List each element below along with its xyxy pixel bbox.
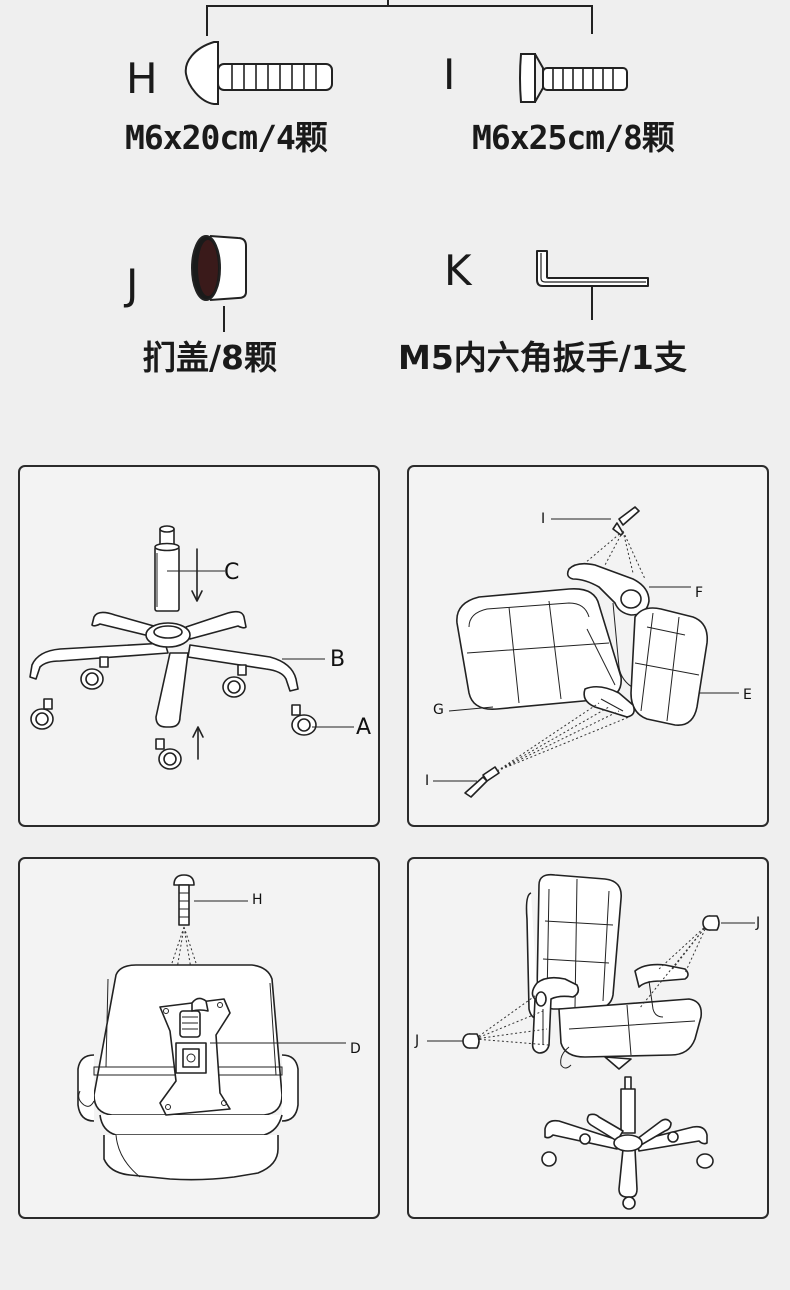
cap-icon <box>191 235 247 332</box>
cap-j-left <box>462 1033 480 1049</box>
final-base-part <box>541 1076 714 1210</box>
part-j-letter: J <box>126 260 139 309</box>
label-g: G <box>433 702 444 718</box>
armrest-part <box>566 562 654 694</box>
cap-j-right <box>702 915 720 931</box>
label-j-left: J <box>415 1033 420 1049</box>
seat-cushion-part <box>558 998 703 1058</box>
left-armrest-part <box>531 976 580 1054</box>
part-h-letter: H <box>126 54 158 103</box>
label-b: B <box>330 647 346 672</box>
bolt-i-bottom <box>464 766 500 798</box>
top-connector-lines <box>206 0 593 36</box>
armrest-assembly-drawing <box>433 506 739 798</box>
part-k-letter: K <box>444 246 472 295</box>
step-3-mechanism-panel: H D <box>18 857 380 1219</box>
step-4-caps-panel: J J <box>407 857 769 1219</box>
label-h: H <box>252 892 263 908</box>
assembled-chair-drawing <box>427 873 755 1210</box>
caster-wheel-part <box>30 656 317 770</box>
star-base-part <box>29 610 299 728</box>
label-e: E <box>743 687 752 703</box>
step-2-armrest-panel: I F E G I <box>407 465 769 827</box>
label-d: D <box>350 1041 361 1057</box>
flat-head-bolt-icon <box>519 53 628 103</box>
label-i-top: I <box>541 511 546 527</box>
part-h-spec: M6x20cm/4颗 <box>125 118 328 157</box>
part-j-spec: 扪盖/8颗 <box>143 338 278 377</box>
label-i-bottom: I <box>425 773 430 789</box>
label-a: A <box>356 715 372 740</box>
label-f: F <box>695 585 704 601</box>
part-i-letter: I <box>443 50 456 99</box>
bolt-i-top <box>612 506 640 536</box>
hex-key-icon <box>536 250 649 320</box>
side-cushion-part <box>630 607 709 726</box>
label-j-right: J <box>756 915 761 931</box>
mechanism-plate-drawing <box>77 874 346 1181</box>
gas-cylinder-part <box>154 525 180 612</box>
mechanism-plate-part <box>159 997 231 1116</box>
label-c: C <box>224 560 240 585</box>
bolt-h-part <box>173 874 195 926</box>
round-head-bolt-icon <box>184 41 333 105</box>
chair-base-drawing <box>29 525 354 770</box>
part-i-spec: M6x25cm/8颗 <box>472 118 675 157</box>
part-k-spec: M5内六角扳手/1支 <box>398 338 687 377</box>
step-1-base-panel: C B A <box>18 465 380 827</box>
